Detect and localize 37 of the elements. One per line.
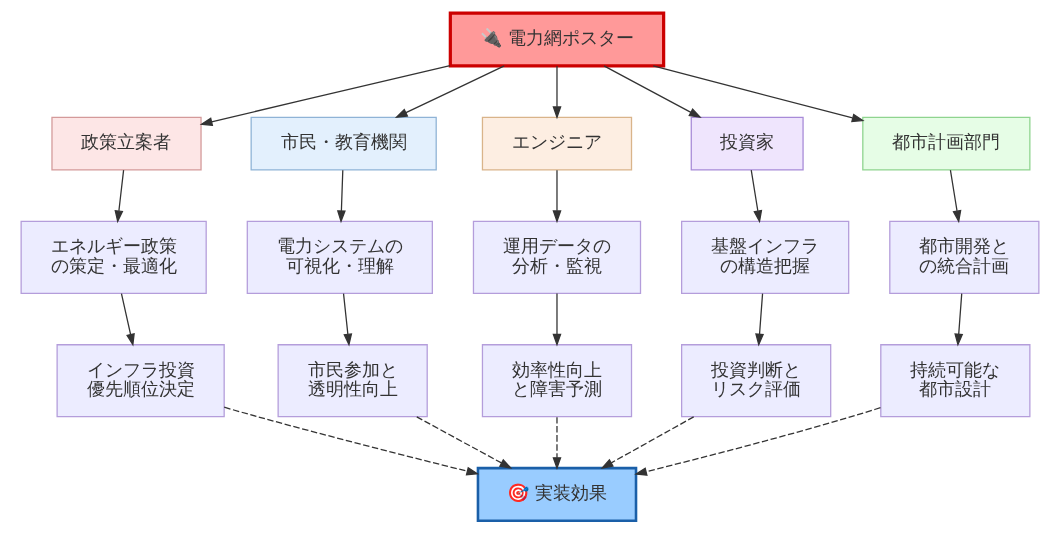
arrow xyxy=(336,169,346,224)
node-box: インフラ投資優先順位決定 xyxy=(56,344,225,418)
node-box: 市民・教育機関 xyxy=(250,116,437,171)
node-box: 政策立案者 xyxy=(51,116,202,171)
arrow xyxy=(223,406,480,476)
arrow xyxy=(634,407,882,476)
arrow xyxy=(199,65,451,127)
node-box: 投資家 xyxy=(690,116,804,171)
node-box: 基盤インフラの構造把握 xyxy=(681,220,850,294)
arrow xyxy=(416,416,513,469)
arrow xyxy=(949,169,962,224)
arrow xyxy=(342,292,353,347)
node-box: 🔌 電力網ポスター xyxy=(448,11,666,68)
arrow xyxy=(600,416,695,469)
node-box: 投資判断とリスク評価 xyxy=(681,344,832,418)
arrow xyxy=(552,169,562,224)
node-box: エネルギー政策の策定・最適化 xyxy=(20,220,207,294)
node-box: 市民参加と透明性向上 xyxy=(277,344,428,418)
arrow xyxy=(120,292,135,347)
arrow xyxy=(750,169,763,224)
node-box: 都市開発との統合計画 xyxy=(889,220,1040,294)
node-box: 電力システムの可視化・理解 xyxy=(246,220,433,294)
arrow xyxy=(394,65,505,119)
node-box: 都市計画部門 xyxy=(862,116,1031,171)
node-box: 🎯 実装効果 xyxy=(476,466,638,523)
arrow xyxy=(954,292,964,347)
node-box: 持続可能な都市設計 xyxy=(880,344,1031,418)
arrow xyxy=(552,292,562,347)
arrow xyxy=(552,65,562,120)
arrow xyxy=(552,416,562,471)
arrow xyxy=(652,65,865,123)
node-box: エンジニア xyxy=(481,116,633,171)
arrow xyxy=(603,65,702,119)
arrow xyxy=(114,169,125,224)
arrow xyxy=(755,292,765,347)
node-box: 効率性向上と障害予測 xyxy=(481,344,633,418)
node-box: 運用データの分析・監視 xyxy=(472,220,642,294)
